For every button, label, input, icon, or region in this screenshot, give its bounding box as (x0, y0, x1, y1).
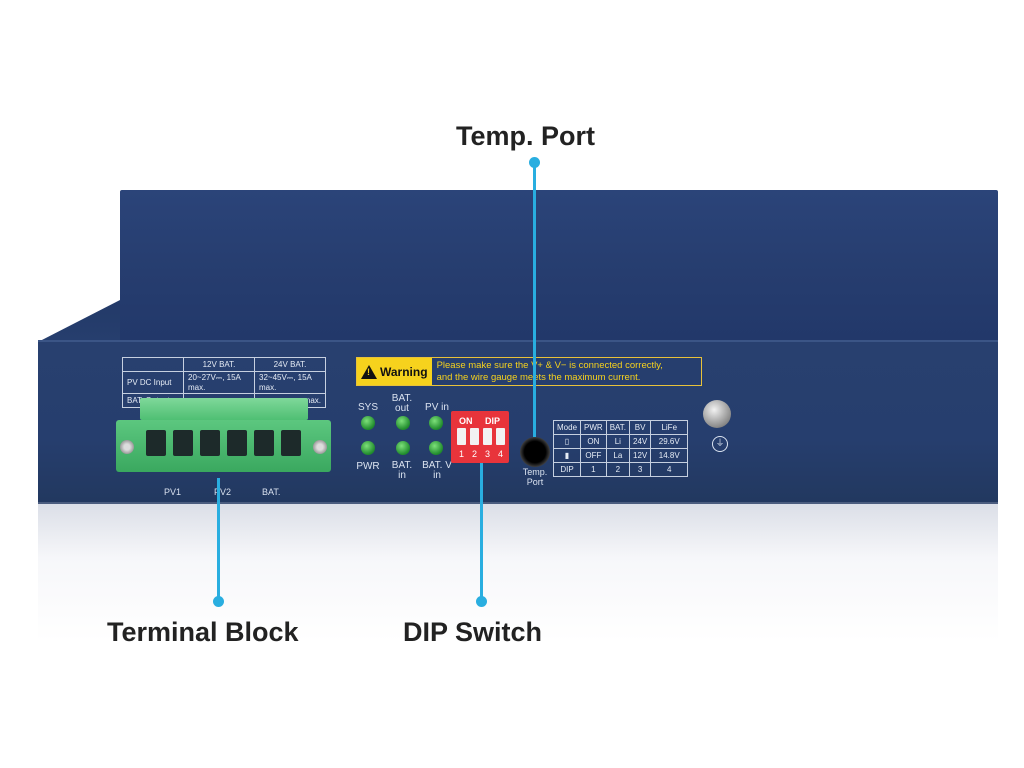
mode-header-cell: LiFe (650, 420, 689, 435)
dip-toggle-2[interactable] (470, 428, 479, 445)
switch-up-icon: ▯ (552, 434, 582, 449)
callout-line-dip-switch (480, 463, 483, 602)
dip-on-label: ON (459, 416, 473, 426)
callout-line-temp-port (533, 162, 536, 437)
mode-table: Mode PWR BAT. BV LiFe ▯ ON Li 24V 29.6V … (552, 420, 689, 477)
terminal-slot (227, 430, 247, 456)
mode-cell: 24V (628, 434, 652, 449)
bat-out-led-icon (396, 416, 410, 430)
terminal-slot (146, 430, 166, 456)
callout-dot (476, 596, 487, 607)
mode-cell: Li (605, 434, 631, 449)
terminal-screw (120, 440, 134, 454)
ground-icon: ⏚ (712, 436, 728, 452)
dip-toggle-1[interactable] (457, 428, 466, 445)
mode-cell: 29.6V (650, 434, 689, 449)
warning-tag: Warning (357, 358, 432, 385)
dip-switch[interactable]: ON DIP 1 2 3 4 (451, 411, 509, 463)
callout-line-terminal-block (217, 478, 220, 602)
terminal-label-pv2: PV2 (214, 487, 232, 497)
callout-dot (213, 596, 224, 607)
device-reflection (38, 502, 998, 642)
callout-temp-port: Temp. Port (456, 121, 596, 151)
warning-text: Please make sure the V+ & V− is connecte… (432, 358, 668, 385)
dip-number-4: 4 (498, 449, 504, 459)
spec-cell: PV DC Input (122, 371, 184, 394)
mode-cell: ON (580, 434, 607, 449)
pwr-led-icon (361, 441, 375, 455)
mode-cell: OFF (580, 448, 607, 463)
dip-dip-label: DIP (485, 416, 501, 426)
spec-header-cell: 12V BAT. (183, 357, 255, 372)
terminal-label-bat: BAT. (262, 487, 281, 497)
mode-cell: 1 (580, 462, 607, 477)
warning-line-1: Please make sure the V+ & V− is connecte… (436, 360, 663, 371)
spec-header-cell: 24V BAT. (254, 357, 326, 372)
pv-in-led-icon (429, 416, 443, 430)
dip-number-3: 3 (485, 449, 491, 459)
mode-cell: 3 (628, 462, 652, 477)
led-label-bat-v-in: BAT. V in (422, 460, 452, 481)
dip-toggle-3[interactable] (483, 428, 492, 445)
warning-line-2: and the wire gauge meets the maximum cur… (436, 372, 641, 383)
bat-in-led-icon (396, 441, 410, 455)
terminal-block[interactable] (116, 398, 331, 478)
spec-table: 12V BAT. 24V BAT. PV DC Input 20~27V⎓, 1… (122, 357, 326, 408)
mode-cell: 12V (628, 448, 652, 463)
led-label-pv-in: PV in (425, 402, 449, 413)
mode-cell: La (605, 448, 631, 463)
terminal-slot (254, 430, 274, 456)
dip-number-2: 2 (472, 449, 478, 459)
warning-triangle-icon (361, 364, 377, 379)
mode-cell: 4 (650, 462, 689, 477)
led-label-bat-out: BAT. out (391, 393, 413, 414)
led-label-pwr: PWR (356, 461, 380, 472)
sys-led-icon (361, 416, 375, 430)
device-top-panel: PLANET (120, 190, 998, 340)
terminal-slot (173, 430, 193, 456)
temp-port-label: Temp. Port (522, 467, 548, 487)
mode-header-cell: BV (628, 420, 652, 435)
spec-header-cell (122, 357, 184, 372)
mode-header-cell: BAT. (605, 420, 631, 435)
mode-cell: 14.8V (650, 448, 689, 463)
temp-port-jack[interactable] (520, 437, 550, 467)
mode-header-cell: PWR (580, 420, 607, 435)
spec-cell: 20~27V⎓, 15A max. (183, 371, 255, 394)
mode-cell: 2 (605, 462, 631, 477)
terminal-slot (281, 430, 301, 456)
bat-v-in-led-icon (429, 441, 443, 455)
dip-toggle-4[interactable] (496, 428, 505, 445)
mode-header-cell: Mode (552, 420, 582, 435)
switch-down-icon: ▮ (552, 448, 582, 463)
terminal-block-top (140, 398, 308, 420)
callout-terminal-block: Terminal Block (107, 617, 299, 647)
warning-label: Warning Please make sure the V+ & V− is … (356, 357, 702, 386)
spec-cell: 32~45V⎓, 15A max. (254, 371, 326, 394)
warning-tag-text: Warning (380, 364, 428, 379)
ground-screw[interactable] (703, 400, 731, 428)
terminal-label-pv1: PV1 (164, 487, 182, 497)
led-label-sys: SYS (357, 402, 378, 413)
led-label-bat-in: BAT. in (391, 460, 413, 481)
terminal-screw (313, 440, 327, 454)
dip-number-1: 1 (459, 449, 465, 459)
callout-dip-switch: DIP Switch (403, 617, 543, 647)
device-side-bevel (38, 300, 120, 342)
mode-cell: DIP (552, 462, 582, 477)
terminal-slot (200, 430, 220, 456)
